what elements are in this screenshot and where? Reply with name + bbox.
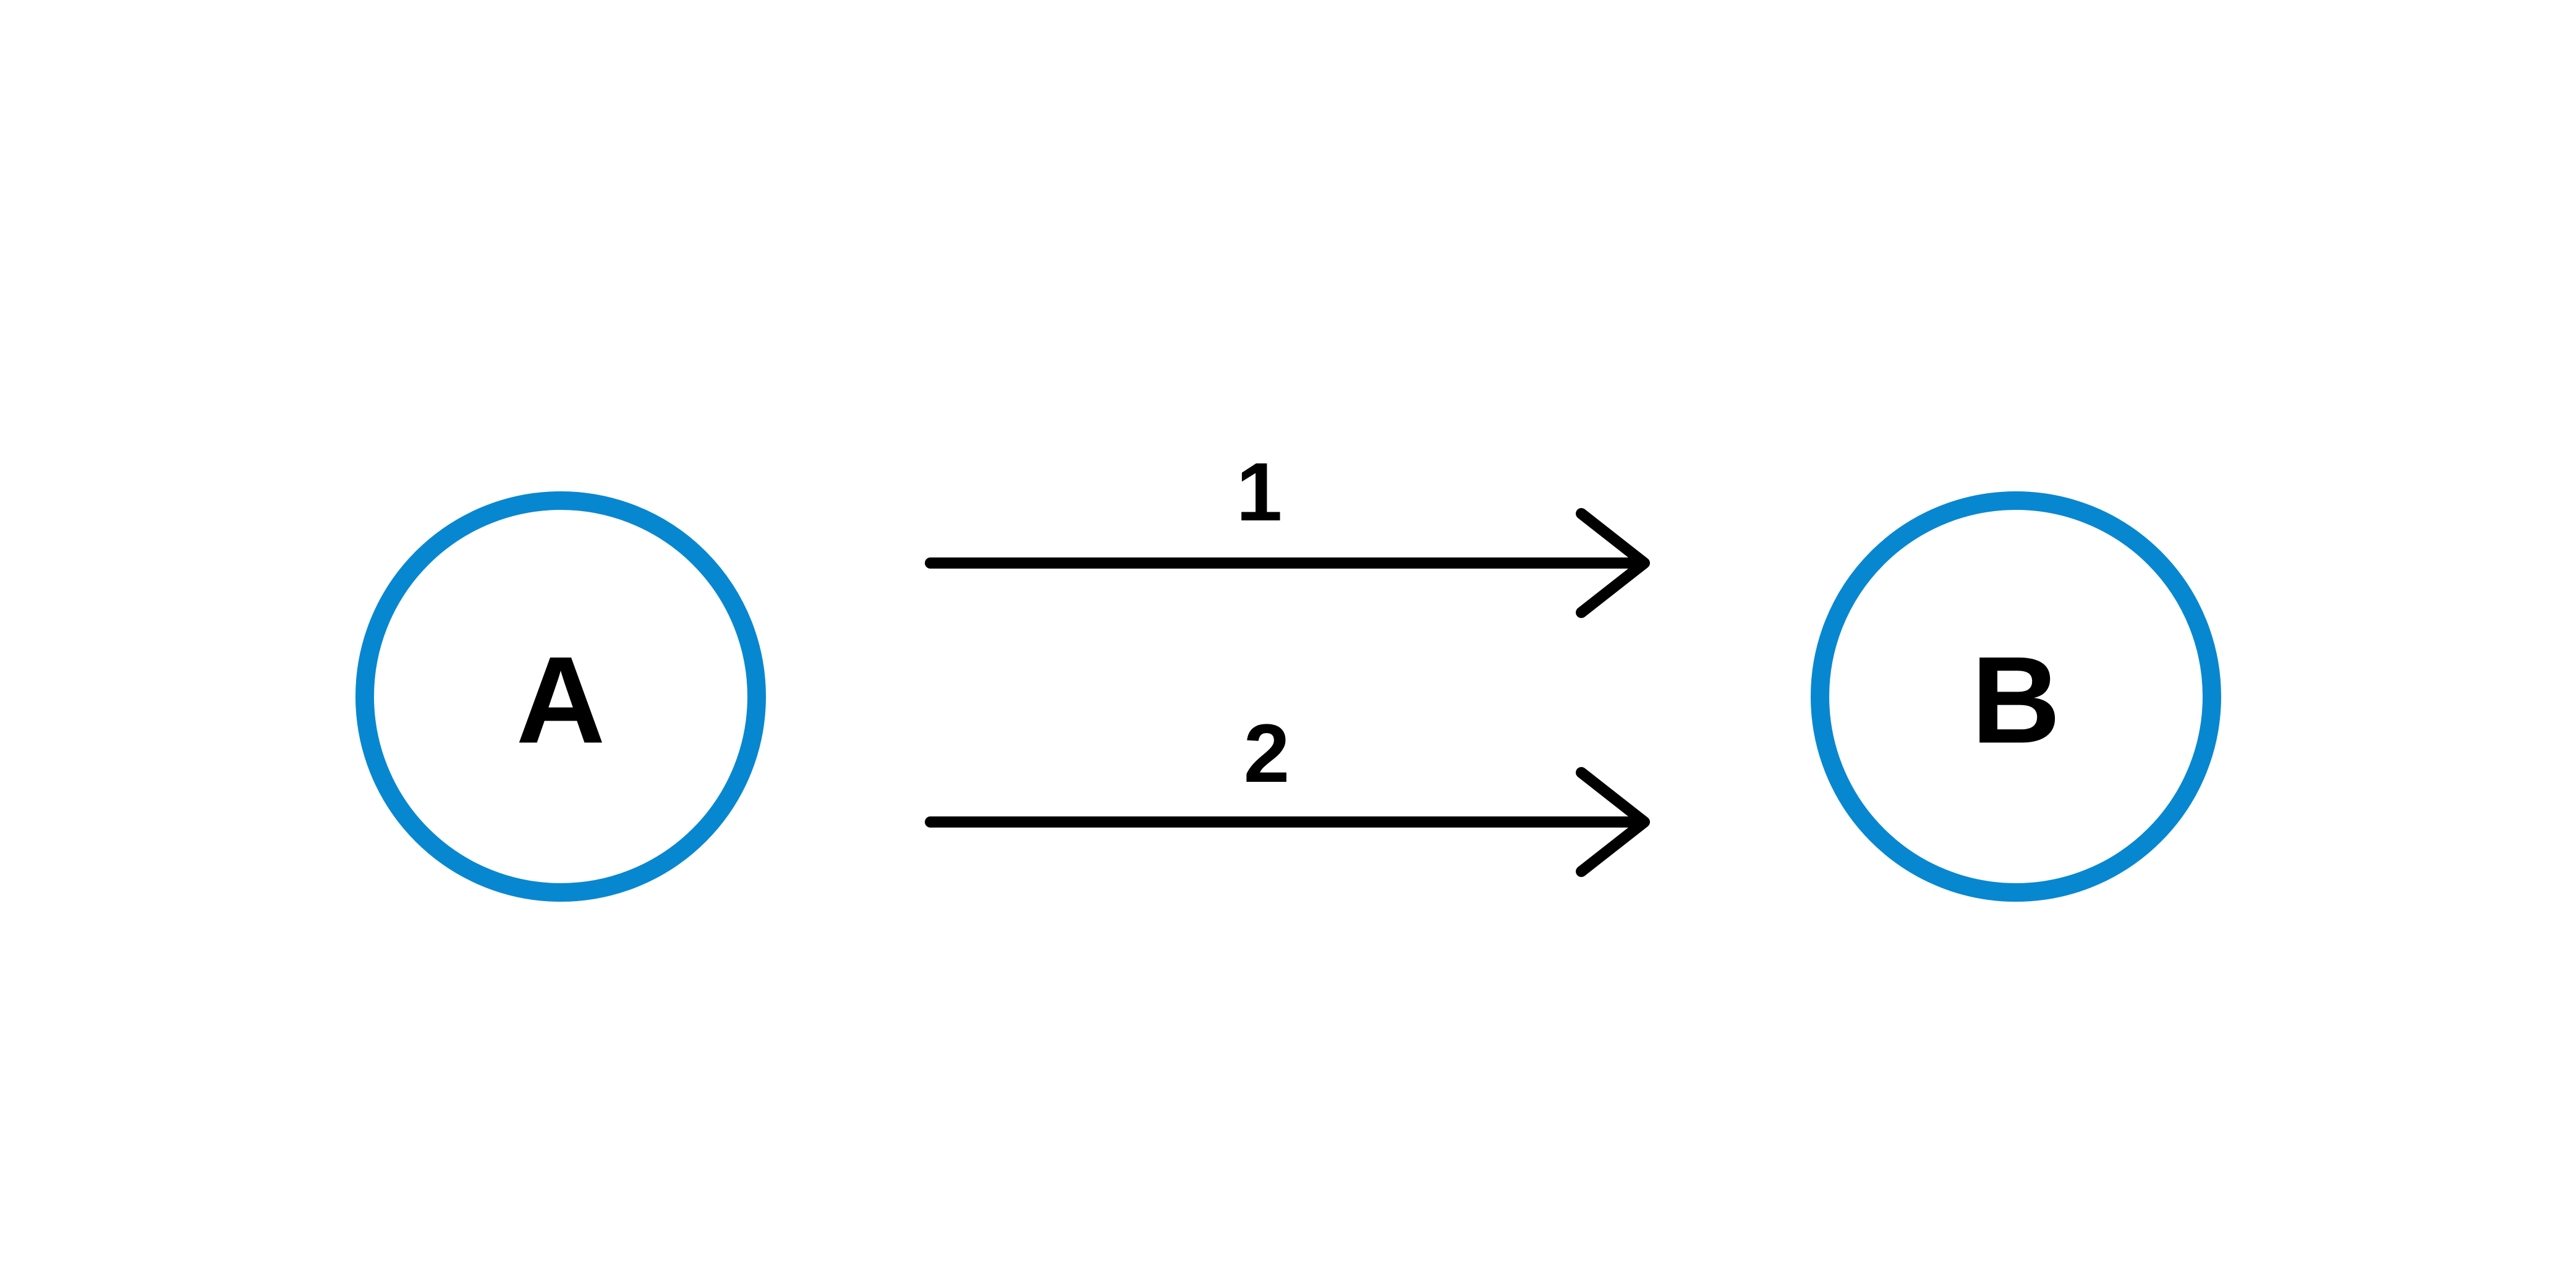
edge-1-label: 1 [1236, 446, 1283, 538]
node-b-label: B [1971, 632, 2060, 769]
node-a-circle[interactable] [355, 491, 766, 902]
edge-2-label: 2 [1244, 708, 1290, 800]
node-b-circle[interactable] [1811, 491, 2221, 902]
edge-2[interactable]: 2 [925, 708, 1650, 877]
node-a-label: A [516, 632, 605, 769]
node-a[interactable]: A [355, 491, 766, 902]
node-b[interactable]: B [1811, 491, 2221, 902]
edge-1-arrowhead-icon [1576, 508, 1650, 618]
edge-2-arrowhead-icon [1576, 767, 1650, 877]
edge-1[interactable]: 1 [925, 446, 1650, 618]
